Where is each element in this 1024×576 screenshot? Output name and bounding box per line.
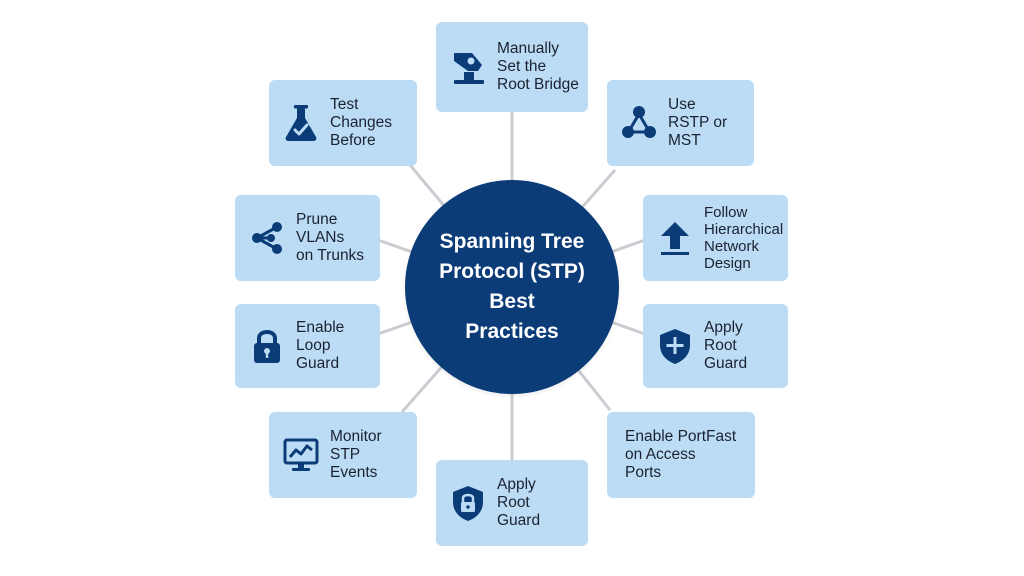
node-root-bridge-label: Manually Set the Root Bridge (497, 40, 579, 93)
shield-plus-icon (655, 326, 695, 366)
flask-icon (281, 103, 321, 143)
node-test-changes-label: Test Changes Before (330, 96, 393, 149)
node-root-guard-right-label: Apply Root Guard (704, 319, 748, 372)
padlock-icon (247, 326, 287, 366)
node-portfast: Enable PortFast on Access Ports (607, 412, 755, 498)
node-root-bridge: Manually Set the Root Bridge (436, 22, 588, 112)
central-hub: Spanning Tree Protocol (STP) Best Practi… (405, 180, 619, 394)
node-root-guard-bottom: Apply Root Guard (436, 460, 588, 546)
node-rstp-mst: Use RSTP or MST (607, 80, 754, 166)
share-nodes-icon (247, 218, 287, 258)
node-root-guard-right: Apply Root Guard (643, 304, 788, 388)
node-rstp-mst-label: Use RSTP or MST (668, 96, 728, 149)
node-monitor: Monitor STP Events (269, 412, 417, 498)
node-hierarchical: Follow Hierarchical Network Design (643, 195, 788, 281)
node-root-guard-bottom-label: Apply Root Guard (497, 476, 541, 529)
monitor-chart-icon (281, 435, 321, 475)
shield-lock-icon (448, 483, 488, 523)
node-prune-vlans-label: Prune VLANs on Trunks (296, 211, 365, 264)
node-loop-guard-label: Enable Loop Guard (296, 319, 345, 372)
node-loop-guard: Enable Loop Guard (235, 304, 380, 388)
node-test-changes: Test Changes Before (269, 80, 417, 166)
hand-pointer-icon (448, 47, 488, 87)
node-prune-vlans: Prune VLANs on Trunks (235, 195, 380, 281)
node-hierarchical-label: Follow Hierarchical Network Design (704, 204, 784, 272)
hub-title: Spanning Tree Protocol (STP) Best Practi… (439, 230, 585, 343)
network-topology-icon (619, 103, 659, 143)
node-monitor-label: Monitor STP Events (330, 428, 382, 481)
upload-arrow-icon (655, 218, 695, 258)
node-portfast-label: Enable PortFast on Access Ports (625, 428, 737, 481)
